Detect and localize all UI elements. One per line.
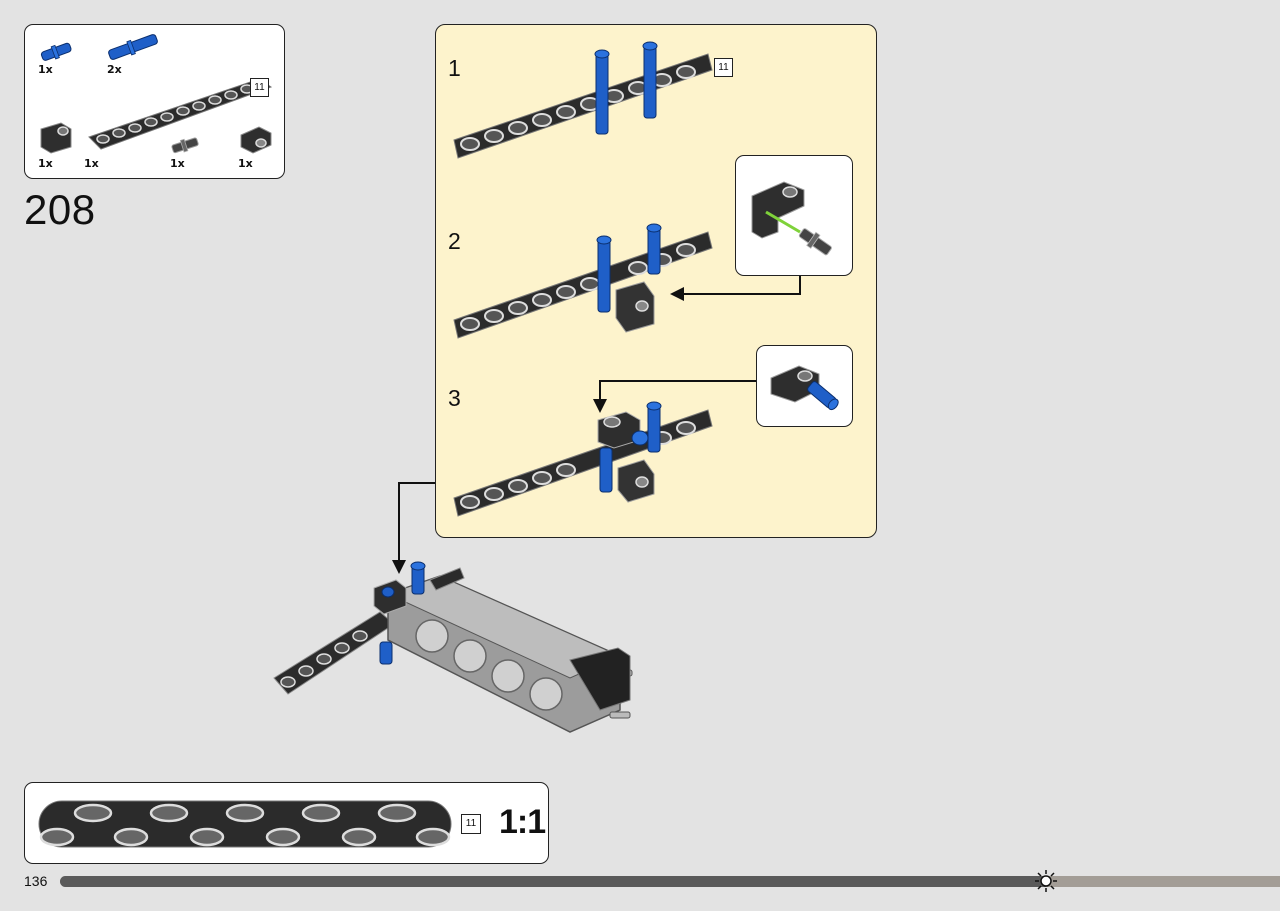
beam-length-box: 11 — [250, 78, 269, 97]
page-number: 136 — [24, 873, 48, 889]
part-qty-1: 1x — [38, 63, 53, 76]
parts-list-panel: 1x 2x 1x 11 1x 1x — [24, 24, 285, 179]
step-number: 208 — [24, 186, 96, 233]
part-qty-5: 1x — [170, 157, 185, 170]
substep-number-2: 2 — [448, 228, 461, 254]
substep-3-callout — [756, 345, 853, 427]
connector-with-pin-icon — [770, 365, 839, 411]
angle-connector-icon — [40, 122, 72, 154]
substep-number-1: 1 — [448, 55, 461, 81]
substep-2-callout — [735, 155, 853, 276]
progress-bar-fill — [60, 876, 1046, 887]
substep-number-3: 3 — [448, 385, 461, 411]
substep-1-length-box: 11 — [714, 58, 733, 77]
part-qty-2: 2x — [107, 63, 122, 76]
substep-1-beam-illustration — [453, 41, 713, 159]
substep-2-beam-illustration — [453, 223, 713, 339]
beam-11-scale-icon — [38, 800, 452, 848]
substep-2-callout-arrow — [670, 276, 801, 301]
substep-3-callout-arrow — [593, 380, 756, 413]
beam-11-icon — [88, 78, 273, 150]
axle-pin-icon — [171, 137, 199, 154]
scale-label: 1:1 — [499, 803, 546, 841]
substep-3-beam-illustration — [453, 401, 713, 517]
scale-ruler-panel: 11 1:1 — [24, 782, 549, 864]
main-model-illustration — [273, 561, 633, 733]
assembly-arrow — [392, 482, 435, 574]
part-qty-6: 1x — [238, 157, 253, 170]
part-qty-3: 1x — [38, 157, 53, 170]
connector-assembly-icon — [751, 181, 832, 256]
long-blue-pin-icon — [108, 34, 158, 60]
part-qty-4: 1x — [84, 157, 99, 170]
cross-block-icon — [240, 126, 272, 154]
short-blue-pin-icon — [40, 42, 72, 61]
progress-marker-icon — [1035, 870, 1057, 892]
scale-length-box: 11 — [461, 814, 481, 834]
